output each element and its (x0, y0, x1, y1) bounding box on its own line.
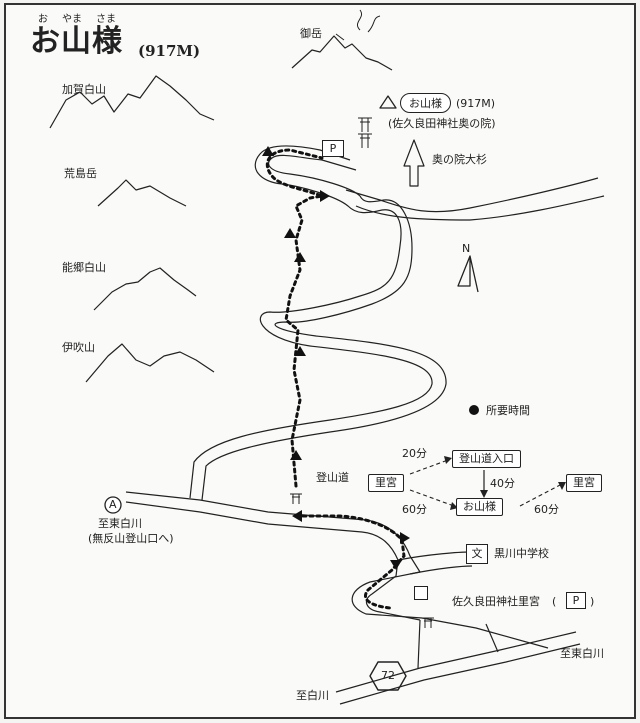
mountain-kagahakusan-sketch (49, 75, 215, 129)
parking-lower-icon: P (566, 592, 586, 609)
map-title: お山様 (30, 24, 123, 59)
title-furigana-sama: さま (96, 14, 116, 25)
torii-satomiya-icon (422, 617, 434, 628)
legend-node-trailhead: 登山道入口 (452, 450, 521, 468)
road-inner (125, 501, 421, 621)
to-higashishirakawa-label: 至東白川 (98, 517, 142, 530)
legend-node-satomiya-left: 里宮 (368, 474, 404, 492)
to-higashishirakawa-2-label: 至東白川 (560, 647, 604, 660)
shrine-inner-label: (佐久良田神社奥の院) (388, 117, 496, 130)
mountain-arashimadake-sketch (97, 179, 187, 207)
legend-time-trailhead-summit: 40分 (490, 477, 515, 490)
hiking-trail-main (266, 148, 328, 488)
legend-arrow-satomiya-trailhead (409, 459, 449, 475)
north-arrow-icon (457, 255, 479, 293)
shrine-building-icon (414, 586, 428, 600)
torii-trail-icon (290, 493, 302, 504)
mountain-ontake-sketch (291, 35, 393, 71)
upper-road (345, 177, 605, 221)
legend-node-oyamasama: お山様 (456, 498, 503, 516)
via-label: (無反山登山口へ) (88, 532, 174, 545)
school-label: 黒川中学校 (494, 547, 549, 560)
mountain-label-ibukiyama: 伊吹山 (62, 341, 95, 354)
map-title-altitude: (917M) (138, 42, 201, 60)
summit-triangle-icon (379, 95, 397, 109)
school-icon: 文 (466, 544, 488, 564)
parking-upper-icon: P (322, 140, 344, 157)
legend-dot-icon (469, 405, 479, 415)
mountain-label-arashimadake: 荒島岳 (64, 167, 97, 180)
legend-time-satomiya-trailhead: 20分 (402, 447, 427, 460)
title-furigana-yama: やま (62, 14, 82, 25)
to-shirakawa-label: 至白川 (296, 689, 329, 702)
trail-arrow-4 (294, 346, 306, 356)
legend-arrow-summit-satomiya (519, 483, 563, 507)
junction-a-label: A (109, 498, 117, 511)
map-frame (4, 3, 636, 719)
trail-arrow-3 (290, 450, 302, 460)
legend-node-satomiya-right: 里宮 (566, 474, 602, 492)
summit-altitude: (917M) (456, 97, 496, 110)
volcano-smoke-icon (335, 9, 381, 41)
torii-icon (358, 117, 372, 148)
shrine-parking-open: ( (552, 595, 557, 608)
summit-label: お山様 (400, 93, 451, 113)
junction-a-circle (104, 496, 122, 514)
mountain-label-ontake: 御岳 (300, 27, 322, 40)
shrine-parking-close: ) (590, 595, 595, 608)
hiking-trail-lower (294, 514, 406, 610)
trail-arrow-9 (262, 146, 274, 156)
trail-arrow-2 (284, 228, 296, 238)
trail-arrow-1 (294, 252, 306, 262)
legend-title: 所要時間 (486, 404, 530, 417)
trail-arrow-7 (400, 532, 410, 544)
route-72-shield-icon (369, 661, 407, 691)
legend-time-summit-satomiya: 60分 (534, 503, 559, 516)
road-shirakawa (335, 631, 581, 705)
north-label: N (462, 242, 471, 255)
forest-road-right (201, 154, 447, 501)
legend-arrow-satomiya-summit (409, 489, 455, 507)
shrine-village-label: 佐久良田神社里宮 (452, 595, 540, 608)
big-cedar-label: 奥の院大杉 (432, 153, 487, 166)
trail-arrow-5 (320, 190, 330, 202)
road-branch (417, 619, 499, 669)
forest-road-left (189, 145, 433, 499)
route-72-label: 72 (381, 669, 395, 682)
trail-arrow-6 (292, 510, 302, 522)
mountain-label-kagahakusan: 加賀白山 (62, 83, 106, 96)
title-furigana-o: お (38, 14, 48, 25)
trail-label: 登山道 (316, 471, 349, 484)
legend-time-satomiya-summit: 60分 (402, 503, 427, 516)
mountain-ibukiyama-sketch (85, 343, 215, 383)
mountain-label-nogohakusan: 能郷白山 (62, 261, 106, 274)
mountain-nogohakusan-sketch (93, 267, 197, 311)
cedar-arrow-icon (403, 139, 425, 187)
trail-arrow-8 (390, 560, 402, 570)
